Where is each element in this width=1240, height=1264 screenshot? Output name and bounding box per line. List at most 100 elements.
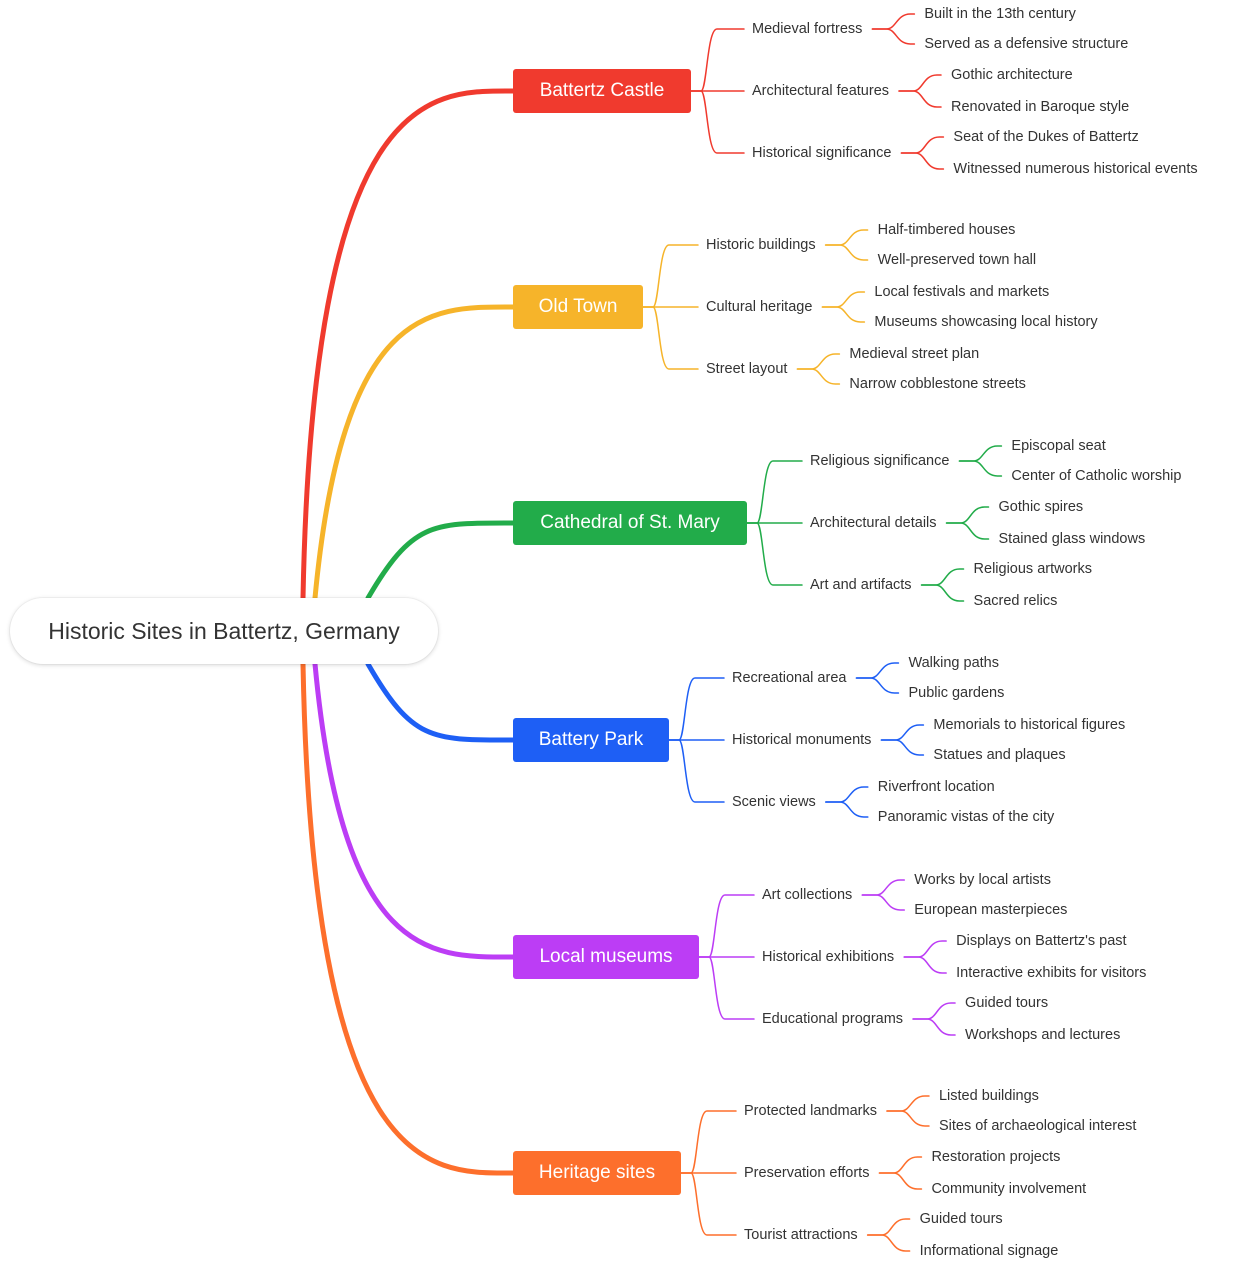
subtopic-node[interactable]: Recreational area — [732, 670, 847, 686]
leaf-connector — [824, 244, 869, 261]
subtopic-connector — [668, 739, 725, 803]
leaf-node[interactable]: Guided tours — [919, 1211, 1003, 1227]
subtopic-node[interactable]: Historic buildings — [706, 237, 816, 253]
branch-label: Old Town — [538, 296, 618, 317]
subtopic-node[interactable]: Educational programs — [762, 1011, 904, 1027]
leaf-connector — [880, 739, 925, 756]
leaf-connector — [903, 956, 947, 974]
leaf-node[interactable]: Renovated in Baroque style — [951, 99, 1130, 115]
leaf-connector — [920, 568, 965, 586]
leaf-node[interactable]: Public gardens — [908, 685, 1005, 701]
leaf-node[interactable]: Statues and plaques — [933, 747, 1066, 763]
leaf-connector — [878, 1156, 923, 1174]
root-node[interactable]: Historic Sites in Battertz, Germany — [10, 598, 438, 664]
subtopic-node[interactable]: Religious significance — [810, 453, 950, 469]
leaf-node[interactable]: European masterpieces — [914, 902, 1068, 918]
leaf-connector — [855, 677, 900, 694]
leaf-connector — [900, 152, 945, 170]
branch-connector — [312, 661, 516, 960]
leaf-node[interactable]: Seat of the Dukes of Battertz — [953, 129, 1139, 145]
subtopic-node[interactable]: Historical exhibitions — [762, 949, 895, 965]
subtopic-node[interactable]: Art and artifacts — [810, 577, 912, 593]
branch-node[interactable]: Cathedral of St. Mary — [513, 501, 747, 545]
subtopic-connector — [698, 894, 755, 958]
leaf-connector — [900, 136, 945, 154]
leaf-connector — [958, 460, 1003, 477]
leaf-connector — [871, 13, 916, 30]
subtopic-node[interactable]: Architectural details — [810, 515, 937, 531]
leaf-node[interactable]: Half-timbered houses — [877, 222, 1016, 238]
leaf-node[interactable]: Walking paths — [908, 655, 999, 671]
subtopic-connector — [698, 956, 755, 1020]
leaf-connector — [825, 801, 869, 818]
leaf-node[interactable]: Museums showcasing local history — [874, 314, 1098, 330]
leaf-node[interactable]: Informational signage — [919, 1243, 1059, 1259]
leaf-node[interactable]: Episcopal seat — [1011, 438, 1106, 454]
subtopic-node[interactable]: Architectural features — [752, 83, 890, 99]
subtopic-node[interactable]: Tourist attractions — [744, 1227, 858, 1243]
branch-node[interactable]: Old Town — [513, 285, 643, 329]
branch-node[interactable]: Battertz Castle — [513, 69, 691, 113]
root-label: Historic Sites in Battertz, Germany — [48, 617, 400, 644]
leaf-node[interactable]: Well-preserved town hall — [877, 252, 1037, 268]
leaf-node[interactable]: Stained glass windows — [998, 531, 1146, 547]
leaf-node[interactable]: Memorials to historical figures — [933, 717, 1126, 733]
leaf-node[interactable]: Witnessed numerous historical events — [953, 161, 1198, 177]
leaf-connector — [912, 1018, 956, 1036]
branch-node[interactable]: Battery Park — [513, 718, 669, 762]
leaf-connector — [958, 445, 1003, 462]
leaf-node[interactable]: Sacred relics — [973, 593, 1058, 609]
branch-connector — [312, 304, 516, 601]
branch-connector — [300, 88, 516, 601]
branch-label: Cathedral of St. Mary — [540, 512, 720, 533]
subtopic-node[interactable]: Historical monuments — [732, 732, 872, 748]
subtopic-node[interactable]: Cultural heritage — [706, 299, 813, 315]
leaf-node[interactable]: Guided tours — [965, 995, 1049, 1011]
subtopic-node[interactable]: Preservation efforts — [744, 1165, 870, 1181]
subtopic-node[interactable]: Scenic views — [732, 794, 816, 810]
leaf-node[interactable]: Workshops and lectures — [965, 1027, 1121, 1043]
leaf-node[interactable]: Restoration projects — [931, 1149, 1061, 1165]
subtopic-node[interactable]: Street layout — [706, 361, 788, 377]
leaf-node[interactable]: Gothic architecture — [951, 67, 1073, 83]
leaf-connector — [878, 1172, 923, 1190]
leaf-node[interactable]: Medieval street plan — [849, 346, 980, 362]
subtopic-node[interactable]: Protected landmarks — [744, 1103, 877, 1119]
leaf-node[interactable]: Listed buildings — [938, 1088, 1039, 1104]
branch-connector — [365, 661, 516, 743]
leaf-node[interactable]: Built in the 13th century — [924, 6, 1076, 22]
leaf-node[interactable]: Sites of archaeological interest — [938, 1118, 1137, 1134]
subtopic-connector — [680, 1110, 737, 1174]
leaf-connector — [898, 90, 942, 108]
branch-label: Heritage sites — [538, 1162, 656, 1183]
leaf-connector — [866, 1234, 911, 1252]
leaf-node[interactable]: Gothic spires — [998, 499, 1084, 515]
leaf-connector — [796, 353, 841, 370]
leaf-node[interactable]: Interactive exhibits for visitors — [956, 965, 1147, 981]
branch-label: Battertz Castle — [539, 80, 665, 101]
subtopic-node[interactable]: Art collections — [762, 887, 853, 903]
leaf-node[interactable]: Religious artworks — [973, 561, 1092, 577]
branch-node[interactable]: Local museums — [513, 935, 699, 979]
branch-node[interactable]: Heritage sites — [513, 1151, 681, 1195]
leaf-node[interactable]: Local festivals and markets — [874, 284, 1050, 300]
subtopic-node[interactable]: Medieval fortress — [752, 21, 863, 37]
leaf-node[interactable]: Center of Catholic worship — [1011, 468, 1182, 484]
branch-connector — [300, 661, 516, 1176]
leaf-node[interactable]: Community involvement — [931, 1181, 1087, 1197]
leaf-node[interactable]: Works by local artists — [914, 872, 1051, 888]
leaf-node[interactable]: Narrow cobblestone streets — [849, 376, 1026, 392]
subtopic-connector — [680, 1172, 737, 1236]
leaf-node[interactable]: Panoramic vistas of the city — [877, 809, 1055, 825]
leaf-connector — [796, 368, 841, 385]
branch-label: Local museums — [539, 946, 673, 967]
leaf-node[interactable]: Displays on Battertz's past — [956, 933, 1127, 949]
leaf-connector — [912, 1002, 956, 1020]
subtopic-node[interactable]: Historical significance — [752, 145, 892, 161]
leaf-node[interactable]: Served as a defensive structure — [924, 36, 1129, 52]
leaf-connector — [945, 522, 990, 540]
leaf-node[interactable]: Riverfront location — [877, 779, 995, 795]
leaf-connector — [903, 940, 947, 958]
